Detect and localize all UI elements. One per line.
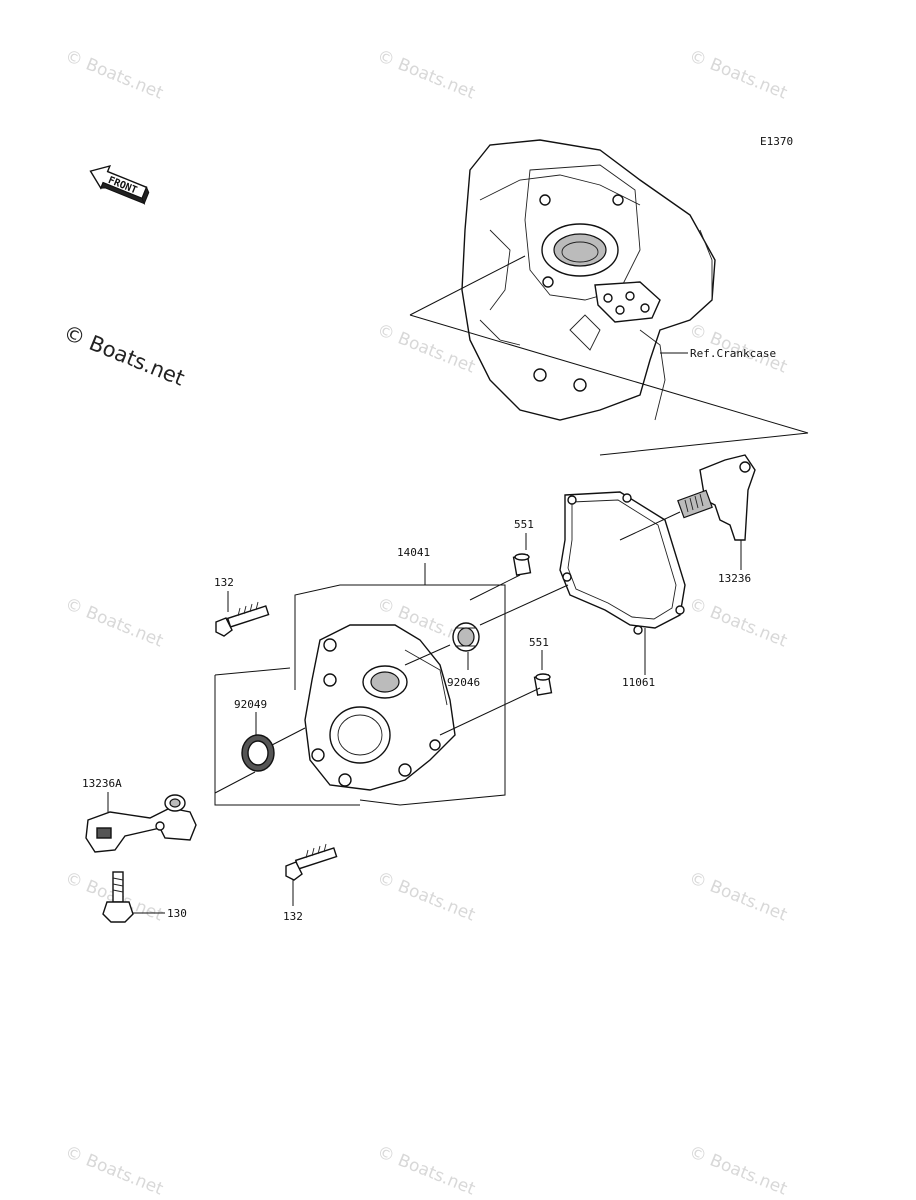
- part-130-bolt: [102, 871, 134, 923]
- watermark-tile: © Boats.net: [62, 1142, 166, 1200]
- part-551-dowel-bottom: [533, 673, 553, 696]
- label-11061: 11061: [622, 676, 655, 689]
- label-92049: 92049: [234, 698, 267, 711]
- diagram-code: E1370: [760, 135, 793, 148]
- label-13236A: 13236A: [82, 777, 122, 790]
- front-arrow-icon: FRONT: [89, 164, 150, 205]
- watermark-tile: © Boats.net: [374, 868, 478, 926]
- watermark-tile: © Boats.net: [374, 1142, 478, 1200]
- part-13236A-lever: [85, 794, 197, 853]
- label-551-bottom: 551: [529, 636, 549, 649]
- watermark-tile: © Boats.net: [686, 594, 790, 652]
- label-132-top: 132: [214, 576, 234, 589]
- part-551-dowel-top: [512, 553, 532, 576]
- part-92046-bearing: [452, 622, 480, 652]
- label-14041: 14041: [397, 546, 430, 559]
- watermark-main: © Boats.net: [60, 320, 188, 390]
- part-132-bolt-top: [215, 601, 270, 637]
- part-14041-cover: [304, 624, 456, 791]
- label-13236: 13236: [718, 572, 751, 585]
- crankcase-illustration: [461, 139, 716, 421]
- part-13236-shaft: [677, 454, 756, 541]
- watermark-tile: © Boats.net: [62, 594, 166, 652]
- watermark-tile: © Boats.net: [686, 1142, 790, 1200]
- watermark-tile: © Boats.net: [686, 868, 790, 926]
- ref-crankcase-label: Ref.Crankcase: [690, 347, 776, 360]
- label-92046: 92046: [447, 676, 480, 689]
- part-132-bolt-bottom: [285, 843, 338, 881]
- watermark-tile: © Boats.net: [374, 320, 478, 378]
- label-551-top: 551: [514, 518, 534, 531]
- watermark-tile: © Boats.net: [374, 46, 478, 104]
- watermark-tile: © Boats.net: [686, 46, 790, 104]
- label-132-bottom: 132: [283, 910, 303, 923]
- part-92049-seal: [241, 734, 275, 772]
- part-11061-gasket: [559, 491, 686, 635]
- watermark-tile: © Boats.net: [62, 46, 166, 104]
- label-130: 130: [167, 907, 187, 920]
